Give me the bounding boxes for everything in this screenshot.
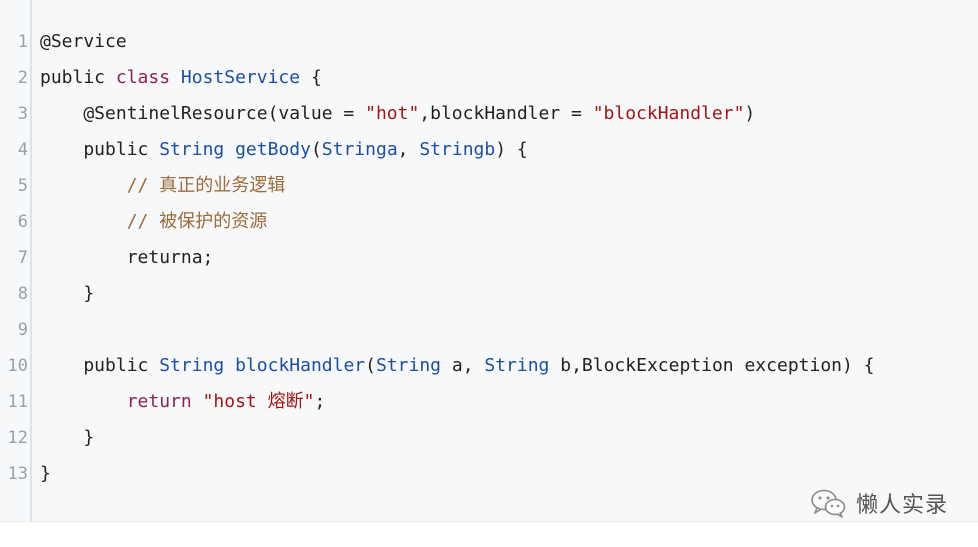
code-token: ) { (495, 139, 528, 160)
code-token: return (126, 391, 203, 412)
code-token: } (40, 463, 51, 484)
line-number: 11 (7, 392, 28, 412)
code-token (224, 355, 235, 376)
code-token: } (40, 283, 95, 304)
line-number: 13 (7, 464, 28, 484)
code-token: ( (310, 139, 322, 160)
line-number: 4 (17, 140, 28, 160)
code-text: returna; (40, 240, 214, 276)
code-token: Stringa (321, 139, 398, 160)
code-text: // 真正的业务逻辑 (40, 168, 286, 204)
code-token: public (40, 139, 160, 160)
code-token: ; (314, 391, 326, 412)
code-text: } (40, 276, 94, 312)
code-text: public class HostService { (40, 60, 322, 96)
line-number: 12 (7, 428, 28, 448)
code-line: 6 // 被保护的资源 (0, 204, 978, 240)
code-token: String (484, 355, 550, 376)
code-line: 10 public String blockHandler(String a, … (0, 348, 978, 384)
code-token: 被保护的资源 (159, 211, 268, 232)
wechat-icon (811, 489, 846, 518)
code-line: 13} (0, 456, 978, 492)
code-token: HostService (180, 67, 301, 88)
code-token: "hot" (365, 103, 420, 124)
code-token: String (159, 139, 225, 160)
code-token: @SentinelResource(value = (40, 103, 366, 124)
code-text: @Service (40, 24, 127, 60)
code-token: class (115, 67, 181, 88)
code-line: 3 @SentinelResource(value = "hot",blockH… (0, 96, 978, 132)
code-token: String (159, 355, 225, 376)
code-line: 1 @Service (0, 24, 978, 60)
code-text: // 被保护的资源 (40, 204, 268, 240)
code-token: a, (441, 355, 485, 376)
code-line: 4 public String getBody(Stringa, Stringb… (0, 132, 978, 168)
line-number: 3 (17, 104, 28, 124)
code-line: 7 returna; (0, 240, 978, 276)
code-token (224, 139, 235, 160)
code-token: , (397, 139, 420, 160)
code-text: public String blockHandler(String a, Str… (40, 348, 875, 384)
code-token: } (40, 427, 95, 448)
code-text: @SentinelResource(value = "hot",blockHan… (40, 96, 755, 132)
code-line: 9 (0, 312, 978, 348)
line-number: 6 (17, 212, 28, 232)
code-line: 2 public class HostService { (0, 60, 978, 96)
code-token: returna; (40, 247, 214, 268)
code-token: Stringb (419, 139, 496, 160)
line-number: 1 (17, 32, 28, 52)
code-token: ,blockHandler = (419, 103, 593, 124)
line-number-gutter (0, 0, 32, 522)
code-text: } (40, 420, 94, 456)
line-number: 9 (17, 320, 28, 340)
watermark: 懒人实录 (810, 487, 948, 519)
code-token: // (40, 211, 160, 232)
code-token: b,BlockException exception) { (549, 355, 875, 376)
code-token: "host (202, 391, 268, 412)
code-text: } (40, 456, 51, 492)
code-token (40, 391, 127, 412)
watermark-text: 懒人实录 (855, 493, 948, 518)
code-token: blockHandler (235, 355, 366, 376)
code-line: 11 return "host 熔断"; (0, 384, 978, 420)
code-token: public (40, 355, 160, 376)
line-number: 10 (7, 356, 28, 376)
code-token: getBody (235, 139, 311, 160)
code-token: " (303, 391, 315, 412)
line-number: 5 (17, 176, 28, 196)
code-line: 12 } (0, 420, 978, 456)
code-token: // (40, 175, 160, 196)
code-token: ) (744, 103, 756, 124)
code-token: public (40, 67, 116, 88)
code-token: 熔断 (267, 391, 304, 412)
code-line: 8 } (0, 276, 978, 312)
code-token: String (375, 355, 442, 376)
code-line: 5 // 真正的业务逻辑 (0, 168, 978, 204)
line-number: 7 (17, 248, 28, 268)
code-token: 真正的业务逻辑 (159, 175, 286, 196)
code-token: { (300, 67, 322, 88)
code-token: ( (365, 355, 376, 376)
code-token: "blockHandler" (592, 103, 745, 124)
code-text: public String getBody(Stringa, Stringb) … (40, 132, 528, 168)
code-text: return "host 熔断"; (40, 384, 326, 420)
code-token: @Service (40, 31, 127, 52)
line-number: 8 (17, 284, 28, 304)
line-number: 2 (17, 68, 28, 88)
